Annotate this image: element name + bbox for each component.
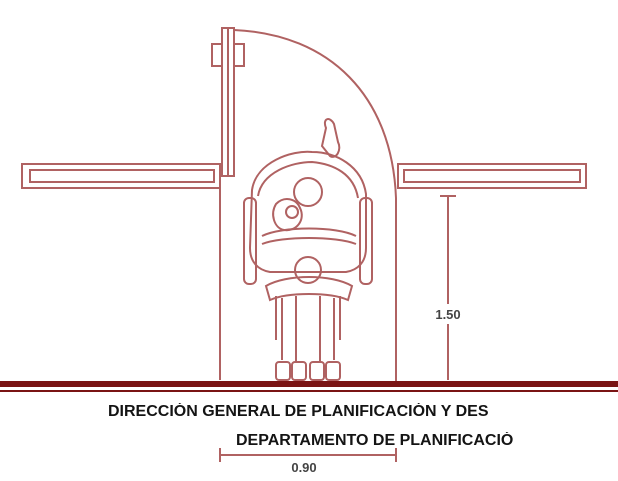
door-leaf [211, 27, 245, 177]
header-title-line-2: DEPARTAMENTO DE PLANIFICACIÓ [236, 432, 514, 449]
header-title-line-1: DIRECCIÓN GENERAL DE PLANIFICACIÓN Y DES [108, 403, 489, 420]
width-dimension [219, 448, 397, 462]
clearance-zone [219, 188, 397, 385]
wheelchair-user-figure [243, 118, 373, 381]
door-swing-arc [233, 29, 397, 385]
right-wall [397, 163, 587, 189]
depth-dimension-label: 1.50 [435, 307, 460, 322]
header-band [0, 381, 618, 392]
width-dimension-label: 0.90 [291, 460, 316, 475]
left-wall [21, 163, 221, 189]
depth-dimension [440, 195, 456, 380]
